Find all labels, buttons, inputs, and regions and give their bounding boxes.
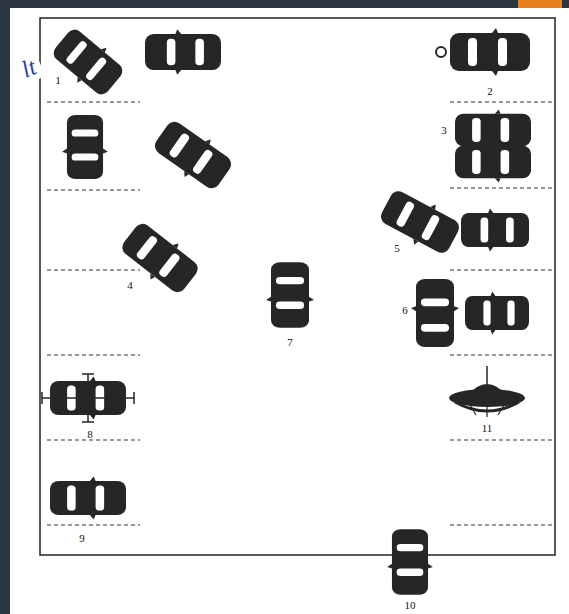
car <box>455 142 531 183</box>
car <box>266 262 314 328</box>
callout-number: 9 <box>79 533 85 544</box>
lot-boundary <box>40 18 555 555</box>
car <box>465 291 529 334</box>
car <box>376 184 465 260</box>
spare-wheel <box>436 47 446 57</box>
car <box>387 529 433 595</box>
car <box>450 28 530 76</box>
callout-number: 6 <box>402 305 408 316</box>
callout-number: 3 <box>441 125 447 136</box>
paper <box>10 8 569 614</box>
callout-number: 10 <box>405 600 416 611</box>
crossbars <box>42 374 134 422</box>
car <box>455 110 531 151</box>
ufo <box>449 366 525 417</box>
car <box>50 476 126 519</box>
car <box>411 279 459 347</box>
callout-number: 11 <box>482 423 493 434</box>
cars <box>42 23 531 595</box>
callout-number: 7 <box>287 337 293 348</box>
bay-lines <box>47 102 552 525</box>
callout-number: 8 <box>87 429 93 440</box>
callout-number: 4 <box>127 280 133 291</box>
corner-tab <box>518 0 562 8</box>
car <box>149 115 237 196</box>
car <box>62 115 108 179</box>
car <box>461 208 529 251</box>
callout-number: 5 <box>394 243 400 254</box>
callout-number: 1 <box>55 75 61 86</box>
car <box>47 23 128 102</box>
callout-number: 2 <box>487 86 493 97</box>
car <box>145 29 221 75</box>
car <box>116 217 204 300</box>
